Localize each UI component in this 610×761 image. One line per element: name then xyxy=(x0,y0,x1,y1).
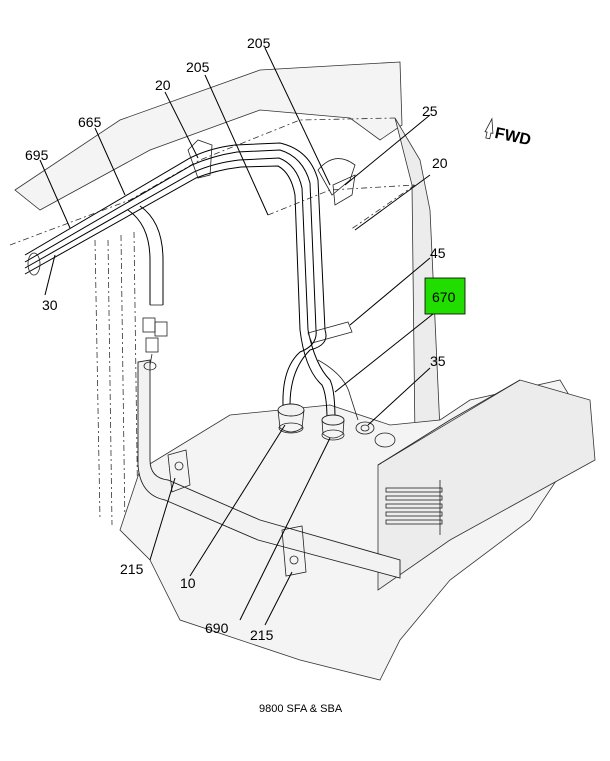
callout-30: 30 xyxy=(42,297,58,313)
forward-arrow-icon xyxy=(484,117,494,140)
harness-clip xyxy=(187,139,213,179)
callout-695: 695 xyxy=(25,147,49,163)
callout-45: 45 xyxy=(430,245,446,261)
callout-670: 670 xyxy=(432,289,456,305)
diagram-caption: 9800 SFA & SBA xyxy=(259,703,343,715)
harness-branch-left xyxy=(127,205,168,366)
floor-hole xyxy=(374,432,396,448)
grommet-690 xyxy=(321,414,345,441)
vent-grille xyxy=(385,487,443,525)
grommet-35 xyxy=(355,421,375,435)
harness-vertical xyxy=(282,321,359,421)
callout-215-a: 215 xyxy=(120,561,144,577)
clamp-215-lower xyxy=(281,525,307,577)
clamp-215-upper xyxy=(167,449,191,493)
connector-25 xyxy=(317,158,356,206)
callout-215-b: 215 xyxy=(250,627,274,643)
highlight-box-670 xyxy=(424,277,466,315)
reference-lines xyxy=(267,184,416,231)
fwd-label: FWD xyxy=(493,125,532,149)
callout-25: 25 xyxy=(422,103,438,119)
callout-205-a: 205 xyxy=(247,35,271,51)
callout-690: 690 xyxy=(205,620,229,636)
callout-205-b: 205 xyxy=(186,59,210,75)
grommet-10 xyxy=(277,403,305,434)
callout-20-b: 20 xyxy=(432,155,448,171)
callout-20-a: 20 xyxy=(155,77,171,93)
callout-665: 665 xyxy=(78,114,102,130)
floor-tube xyxy=(137,359,401,579)
fwd-indicator: FWD xyxy=(484,117,532,149)
callout-35: 35 xyxy=(430,353,446,369)
callout-10: 10 xyxy=(180,575,196,591)
harness-bundle-upper xyxy=(24,142,326,331)
cab-panel-shading xyxy=(9,61,596,681)
leader-lines xyxy=(39,47,439,626)
